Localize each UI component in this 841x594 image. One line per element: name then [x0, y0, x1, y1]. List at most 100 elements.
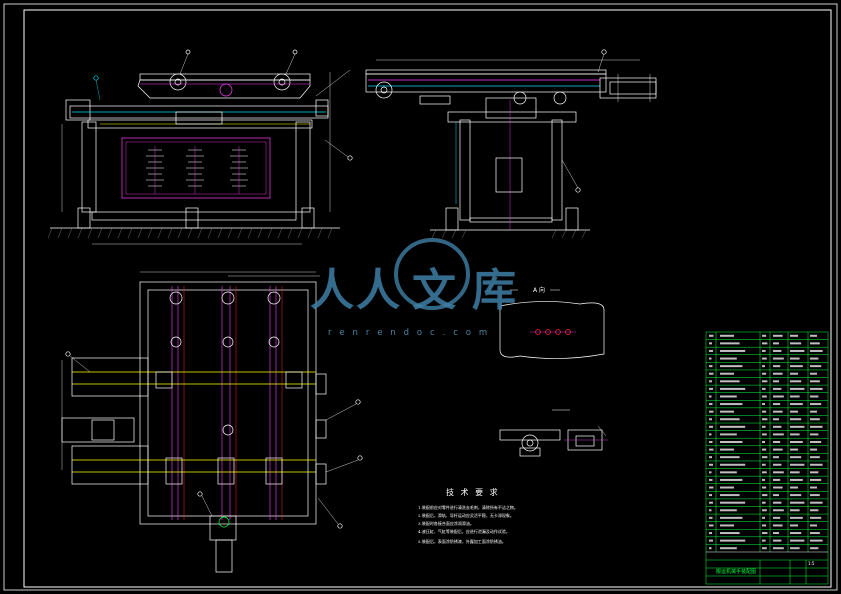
- table-cell-text: [762, 425, 766, 428]
- detail-parts: [499, 409, 608, 457]
- requirement-item: 4.液压缸、气缸等装配后，应进行泄漏及动作试验。: [418, 529, 510, 534]
- table-cell-text: [709, 342, 712, 345]
- table-cell-text: [709, 365, 713, 368]
- table-cell-text: [773, 365, 781, 368]
- table-cell-text: [773, 410, 783, 413]
- detail-a-label: A 向: [533, 286, 545, 294]
- table-cell-text: [709, 471, 712, 474]
- table-cell-text: [762, 501, 766, 504]
- table-cell-text: [810, 471, 819, 474]
- watermark-url: r e n r e n d o c . c o m: [328, 328, 490, 338]
- table-cell-text: [762, 433, 767, 436]
- front-view: [47, 49, 353, 245]
- watermark: 人 人 文 库 r e n r e n d o c . c o m: [300, 232, 560, 352]
- table-cell-text: [790, 349, 805, 352]
- table-cell-text: [773, 403, 781, 406]
- table-cell-text: [762, 372, 767, 375]
- table-cell-text: [762, 509, 767, 512]
- title-block-name: 搬运机械手装配图: [716, 568, 756, 575]
- table-cell-text: [709, 418, 712, 421]
- table-cell-text: [810, 410, 817, 413]
- table-cell-text: [773, 524, 783, 527]
- table-cell-text: [720, 463, 746, 466]
- table-cell-text: [810, 395, 819, 398]
- table-cell-text: [810, 387, 823, 390]
- table-cell-text: [762, 516, 765, 519]
- table-cell-text: [810, 494, 820, 497]
- table-cell-text: [810, 486, 817, 489]
- table-cell-text: [762, 448, 767, 451]
- watermark-char-2: 人: [356, 265, 400, 316]
- table-cell-text: [810, 478, 822, 481]
- table-cell-text: [810, 501, 823, 504]
- technical-requirements-title: 技 术 要 求: [446, 488, 500, 497]
- table-cell-text: [762, 547, 767, 550]
- table-cell-text: [773, 349, 782, 352]
- table-cell-text: [790, 478, 803, 481]
- table-cell-text: [720, 448, 734, 451]
- table-cell-text: [720, 509, 737, 512]
- table-cell-text: [762, 524, 767, 527]
- table-cell-text: [709, 501, 713, 504]
- table-cell-text: [790, 410, 798, 413]
- table-cell-text: [709, 532, 712, 535]
- table-cell-text: [790, 433, 800, 436]
- table-cell-text: [709, 349, 713, 352]
- table-cell-text: [709, 539, 713, 542]
- table-cell-text: [720, 478, 743, 481]
- table-cell-text: [720, 334, 734, 337]
- table-cell-text: [709, 380, 712, 383]
- table-cell-text: [810, 456, 820, 459]
- table-cell-text: [773, 478, 781, 481]
- table-cell-text: [773, 539, 782, 542]
- table-cell-text: [810, 403, 822, 406]
- table-cell-text: [773, 532, 779, 535]
- table-cell-text: [720, 547, 737, 550]
- table-cell-text: [720, 471, 737, 474]
- table-cell-text: [709, 486, 714, 489]
- table-cell-text: [810, 425, 823, 428]
- table-cell-text: [790, 334, 798, 337]
- table-cell-text: [720, 494, 740, 497]
- table-cell-text: [762, 486, 767, 489]
- table-cell-text: [709, 516, 713, 519]
- table-cell-text: [810, 342, 820, 345]
- watermark-char-4: 库: [472, 265, 516, 316]
- table-cell-text: [720, 539, 746, 542]
- table-cell-text: [773, 456, 779, 459]
- table-cell-text: [810, 334, 817, 337]
- table-cell-text: [790, 501, 805, 504]
- table-cell-text: [709, 547, 712, 550]
- table-cell-text: [810, 509, 819, 512]
- table-cell-text: [790, 494, 802, 497]
- table-cell-text: [810, 357, 819, 360]
- table-cell-text: [762, 342, 768, 345]
- table-cell-text: [773, 425, 782, 428]
- table-cell-text: [709, 478, 713, 481]
- table-cell-text: [762, 494, 768, 497]
- table-cell-text: [720, 524, 734, 527]
- title-block-scale: 1:5: [808, 561, 815, 566]
- table-cell-text: [709, 425, 713, 428]
- table-cell-text: [790, 365, 803, 368]
- table-cell-text: [709, 448, 714, 451]
- table-cell-text: [709, 433, 712, 436]
- table-cell-text: [720, 418, 740, 421]
- table-cell-text: [709, 395, 712, 398]
- table-cell-text: [720, 532, 740, 535]
- table-cell-text: [790, 380, 802, 383]
- table-cell-text: [762, 334, 767, 337]
- table-cell-text: [790, 441, 803, 443]
- table-cell-text: [790, 456, 802, 459]
- table-cell-text: [810, 532, 820, 535]
- table-cell-text: [773, 380, 779, 383]
- sheet-border-inner: [23, 9, 832, 588]
- table-cell-text: [709, 463, 713, 466]
- table-cell-text: [762, 395, 767, 398]
- table-cell-text: [762, 441, 765, 443]
- table-cell-text: [790, 516, 803, 519]
- table-cell-text: [709, 387, 713, 390]
- table-cell-text: [810, 365, 822, 368]
- table-cell-text: [762, 357, 767, 360]
- table-cell-text: [810, 380, 820, 383]
